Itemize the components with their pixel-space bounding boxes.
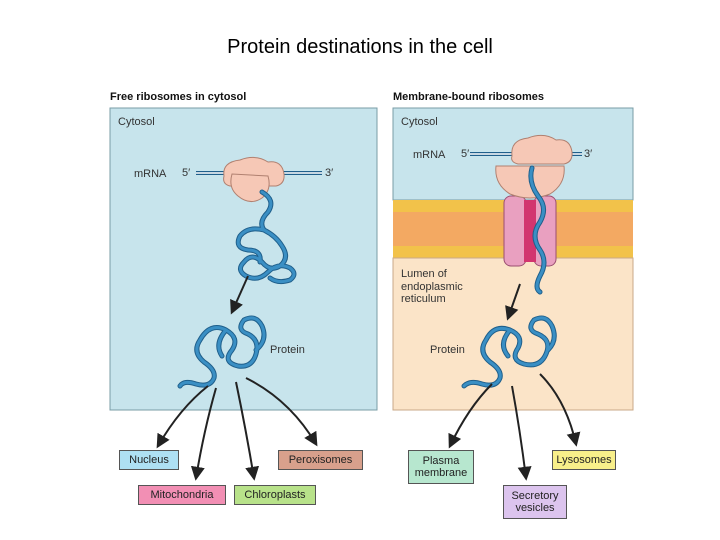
destination-secretory-vesicles: Secretory vesicles [503,485,567,519]
left-panel-heading: Free ribosomes in cytosol [110,91,247,103]
destination-nucleus: Nucleus [119,450,179,470]
right-panel-heading: Membrane-bound ribosomes [393,91,544,103]
destination-chloroplasts: Chloroplasts [234,485,316,505]
destination-mitochondria: Mitochondria [138,485,226,505]
arrow-to-mitochondria [190,387,217,481]
right-mrna-label: mRNA [413,149,446,161]
arrow-to-peroxisomes [245,377,318,447]
left-protein-label: Protein [270,344,305,356]
left-arrow-to-protein [230,275,249,315]
arrow-to-nucleus [156,385,209,449]
left-five-prime-label: 5′ [182,167,191,179]
right-three-prime-label: 3′ [584,148,593,160]
left-folded-protein [177,315,267,389]
left-nascent-protein [235,189,297,285]
right-nascent-chain [528,165,547,295]
arrow-to-lysosomes [539,373,581,447]
destination-lysosomes: Lysosomes [552,450,616,470]
arrow-to-chloroplasts [235,381,260,481]
arrow-to-secretory-vesicles [511,385,532,481]
right-five-prime-label: 5′ [461,148,470,160]
destination-plasma-membrane: Plasma membrane [408,450,474,484]
right-protein-label: Protein [430,344,465,356]
right-cytosol-label: Cytosol [401,116,438,128]
destination-peroxisomes: Peroxisomes [278,450,363,470]
left-three-prime-label: 3′ [325,167,334,179]
left-cytosol-label: Cytosol [118,116,155,128]
right-folded-protein [461,315,557,389]
left-ribosome [223,156,285,202]
page-title: Protein destinations in the cell [227,36,493,58]
translocon-channel [503,195,557,267]
arrow-to-plasma-membrane [448,383,493,449]
left-mrna-label: mRNA [134,168,167,180]
lumen-label: Lumen of endoplasmic reticulum [401,268,463,306]
right-arrow-to-protein [505,283,521,321]
